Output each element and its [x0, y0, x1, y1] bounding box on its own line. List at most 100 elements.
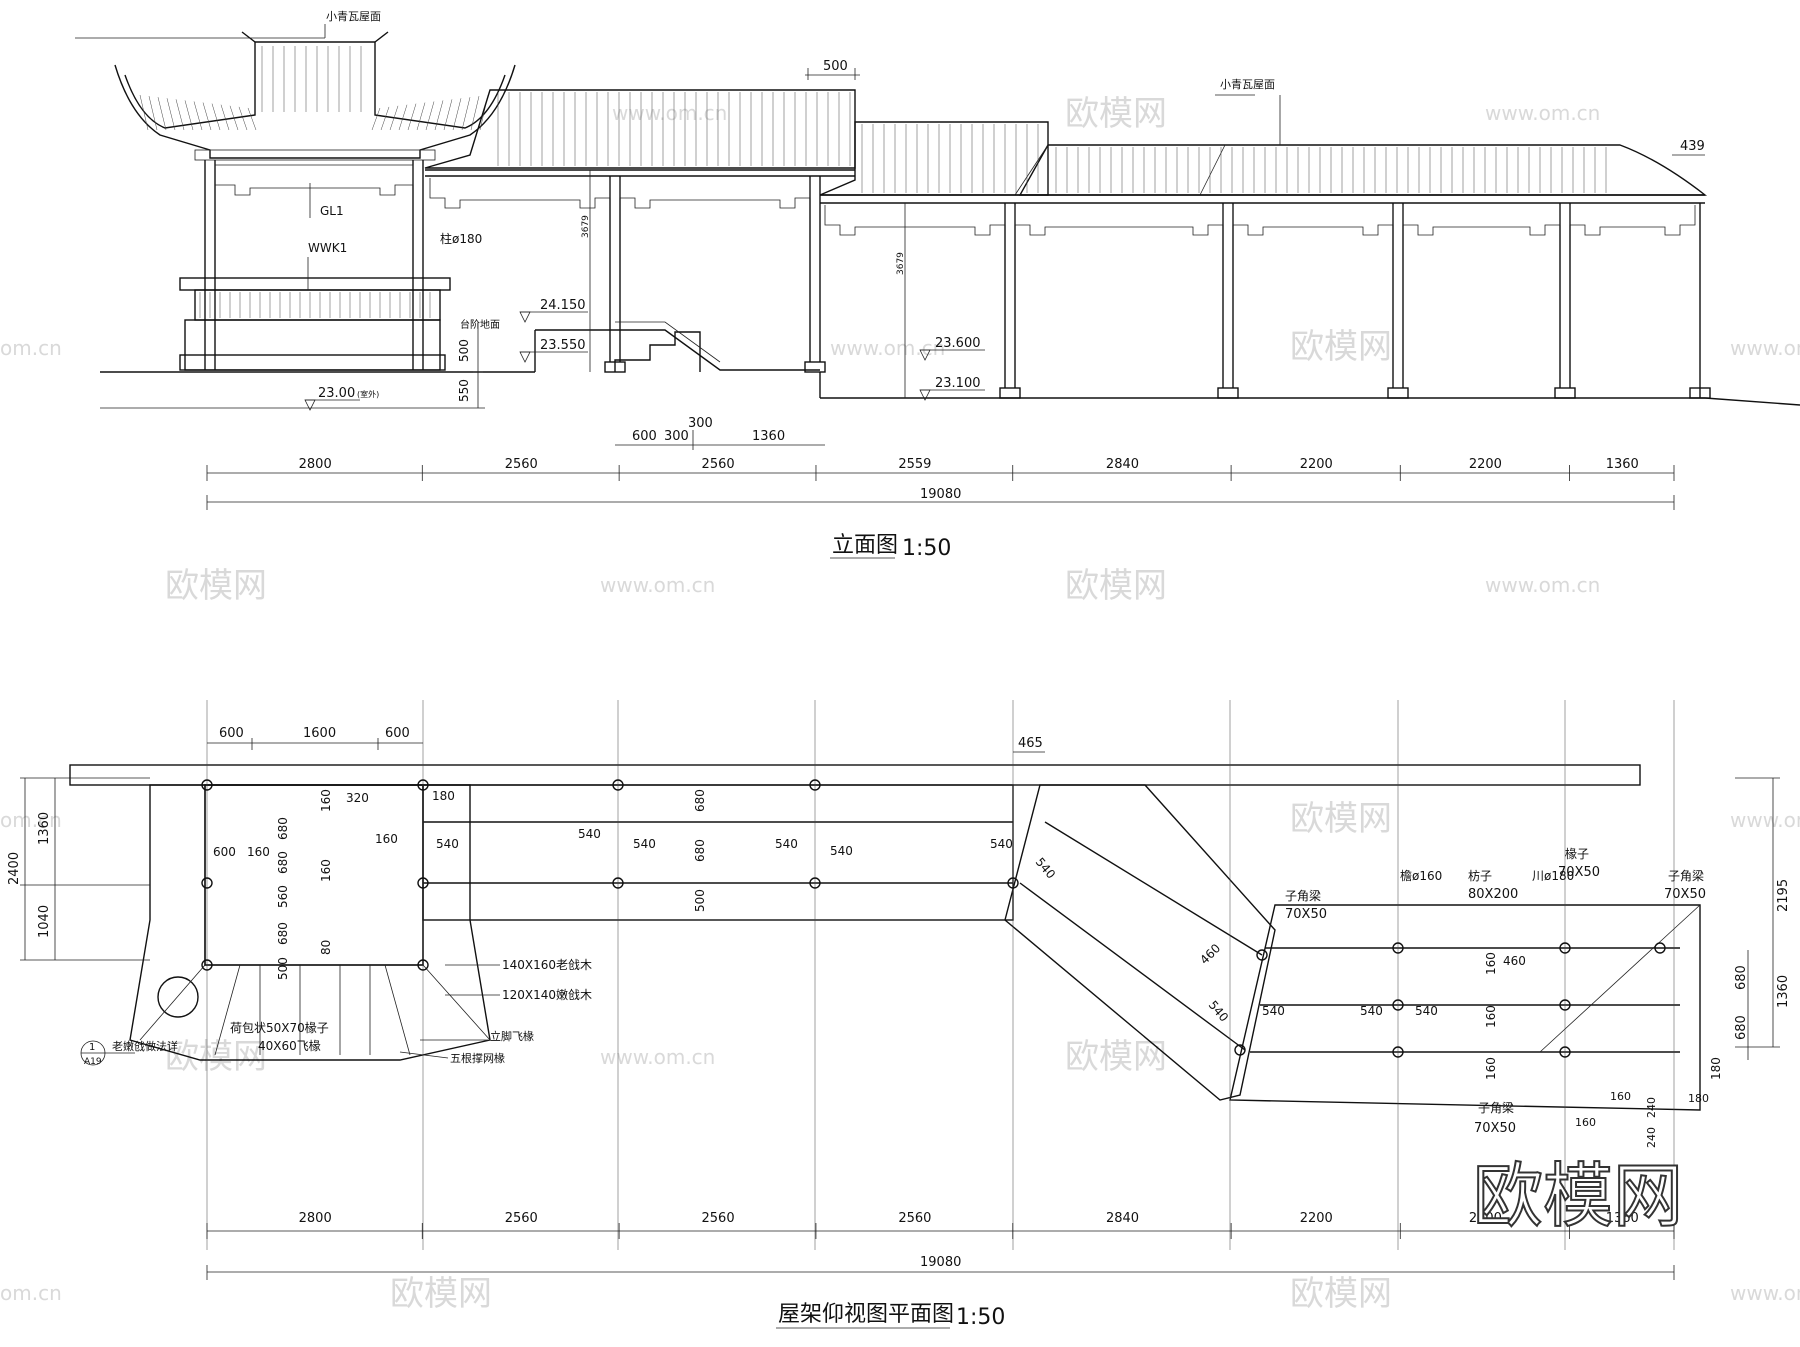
- watermark-url-short: om.cn: [0, 336, 62, 360]
- bay-dimension: 1360: [1606, 457, 1639, 472]
- detail-reference: A19: [84, 1057, 102, 1067]
- label-wwk1: WWK1: [308, 241, 347, 255]
- bay-dimension: 2200: [1469, 1211, 1502, 1226]
- column-base: [1554, 387, 1576, 399]
- right-inner-dim: 160: [1484, 1057, 1498, 1080]
- watermark-url-short: om.cn: [0, 808, 62, 832]
- label-beam-1: 140X160老戗木: [502, 958, 592, 972]
- column-node: [1007, 877, 1019, 889]
- stair-dim: 300: [664, 429, 689, 444]
- inner-dim: 560: [276, 885, 290, 908]
- corridor-roof-tiles: [497, 92, 1607, 193]
- watermark-brand: 欧模网: [1290, 1274, 1392, 1314]
- column-node: [612, 779, 624, 791]
- spacing-label: 540: [633, 837, 656, 851]
- right-inner-dim: 160: [1575, 1116, 1596, 1129]
- label-sub-corner-beam-bottom: 子角梁: [1478, 1100, 1514, 1115]
- right-dim: 680: [1734, 965, 1749, 990]
- corridor-roof-plan-straight: [422, 784, 1014, 921]
- plan-spacing-labels: 540 540 540 540 540 540 540 540 540 540 …: [436, 827, 1438, 1024]
- spacing-label: 540: [775, 837, 798, 851]
- label-gl1: GL1: [320, 204, 344, 218]
- column-node: [417, 779, 429, 791]
- elevation-drawing: 小青瓦屋面 小青瓦屋面 GL1 WWK1 柱ø180 台阶地面 500 439 …: [75, 10, 1800, 561]
- level-suffix: (室外): [357, 389, 379, 399]
- label-rafter-1: 荷包状50X70椽子: [230, 1021, 329, 1035]
- watermark-brand: 欧模网: [1290, 327, 1392, 367]
- column-base: [1387, 387, 1409, 399]
- pavilion-roof: [114, 31, 516, 161]
- elevation-title: 立面图: [832, 533, 898, 558]
- level-text: 23.100: [935, 376, 981, 391]
- right-dim: 2195: [1776, 879, 1791, 912]
- right-inner-dim: 160: [1484, 1005, 1498, 1028]
- spacing-label: 540: [830, 844, 853, 858]
- level-text: 24.150: [540, 298, 586, 313]
- right-inner-dim: 160: [1484, 952, 1498, 975]
- inner-dim: 500: [693, 889, 707, 912]
- spacing-label: 540: [1033, 855, 1058, 882]
- column-base: [999, 387, 1021, 399]
- spacing-label: 540: [578, 827, 601, 841]
- stair-dim: 300: [688, 416, 713, 431]
- column-node: [1559, 999, 1571, 1011]
- right-inner-dim: 160: [1610, 1090, 1631, 1103]
- watermark-url: www.om.cn: [1730, 1281, 1800, 1305]
- label-sub-corner-beam-right-size: 70X50: [1664, 887, 1706, 902]
- bay-dimension: 2200: [1300, 457, 1333, 472]
- right-dim: 680: [1734, 1015, 1749, 1040]
- plan-right-inner-labels: 460 460 160 160 160 240 160 240 160 180: [1197, 941, 1709, 1148]
- elevation-annotations: 小青瓦屋面 小青瓦屋面 GL1 WWK1 柱ø180 台阶地面 500 439 …: [75, 10, 1705, 450]
- top-dim: 1600: [303, 726, 336, 741]
- watermark-brand: 欧模网: [165, 1037, 267, 1077]
- lattice-frieze: [1569, 205, 1696, 236]
- vert-dim-550: 550: [457, 379, 471, 402]
- watermark-url: www.om.cn: [830, 336, 945, 360]
- watermark-brand: 欧模网: [165, 566, 267, 606]
- column-node: [809, 779, 821, 791]
- bay-dimension: 2800: [299, 457, 332, 472]
- label-roof-a: 小青瓦屋面: [326, 10, 381, 23]
- column-node: [809, 877, 821, 889]
- stair-dim: 600: [632, 429, 657, 444]
- inner-dim: 160: [375, 832, 398, 846]
- plan-inner-dims: 680 680 560 680 500 160 160 180 320 160 …: [213, 789, 707, 980]
- spacing-label: 540: [436, 837, 459, 851]
- corridor-roof-2: [819, 121, 1049, 196]
- right-inner-dim: 460: [1503, 954, 1526, 968]
- inner-dim: 160: [319, 859, 333, 882]
- elevation-ground: [100, 321, 1800, 409]
- watermark-brand: 欧模网: [1065, 1037, 1167, 1077]
- inner-dim: 680: [276, 851, 290, 874]
- bay-dimension: 2840: [1106, 457, 1139, 472]
- watermark-url: www.om.cn: [1730, 808, 1800, 832]
- bay-dimension: 2200: [1300, 1211, 1333, 1226]
- top-dim: 600: [385, 726, 410, 741]
- corridor-roof-1: [424, 89, 856, 169]
- inner-dim: 680: [276, 922, 290, 945]
- label-fang: 枋子: [1468, 868, 1492, 883]
- spacing-label: 540: [1415, 1004, 1438, 1018]
- lattice-frieze: [619, 178, 811, 209]
- watermark-brand: 欧模网: [1065, 566, 1167, 606]
- inner-dim: 680: [276, 817, 290, 840]
- level-marker: 24.150: [519, 298, 588, 323]
- label-sub-corner-beam-bottom-size: 70X50: [1474, 1121, 1516, 1136]
- top-dim: 465: [1018, 736, 1043, 751]
- bay-dimension: 2800: [299, 1211, 332, 1226]
- label-rafter-size: 70X50: [1558, 865, 1600, 880]
- plan-left-dims: 2400 1360 1040: [7, 777, 150, 961]
- bay-dimension: 2840: [1106, 1211, 1139, 1226]
- column-node: [417, 877, 429, 889]
- pavilion-roof-plan: [129, 784, 491, 1061]
- pavilion-body: [179, 160, 451, 371]
- bay-dimension: 1360: [1606, 1211, 1639, 1226]
- right-inner-dim: 240: [1645, 1097, 1658, 1118]
- left-dim: 1040: [37, 905, 52, 938]
- vert-dim-500: 500: [457, 339, 471, 362]
- lattice-frieze: [1232, 205, 1394, 236]
- label-step-note: 台阶地面: [460, 318, 500, 331]
- column-base: [1217, 387, 1239, 399]
